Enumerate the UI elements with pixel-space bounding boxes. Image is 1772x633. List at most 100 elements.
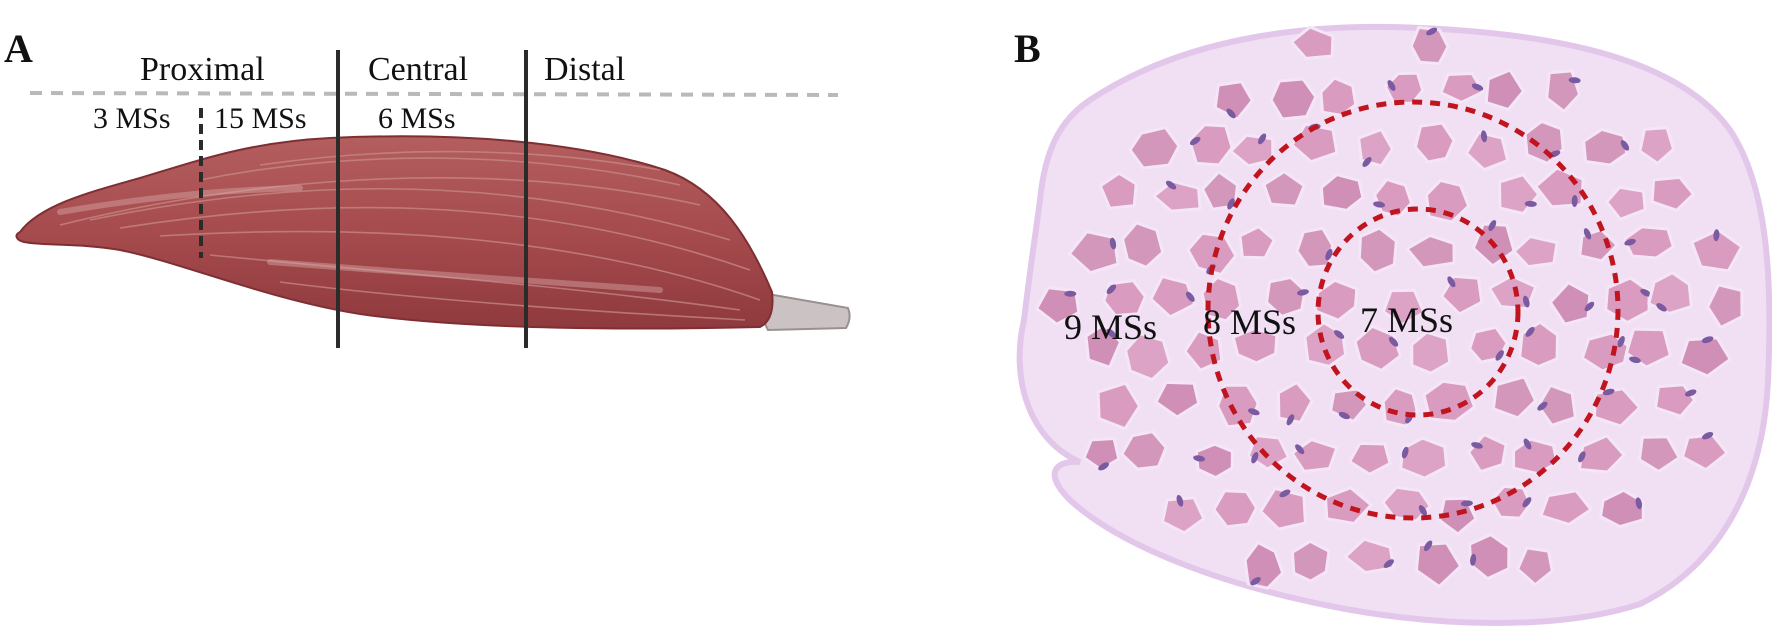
fiber-nucleus	[1109, 237, 1117, 250]
muscle-fiber-cell	[1680, 433, 1729, 472]
muscle-fiber-cell	[1313, 278, 1359, 322]
muscle-fiber-cell	[1414, 541, 1463, 588]
region-label-distal: Distal	[544, 51, 625, 88]
fiber-nucleus	[1617, 335, 1625, 348]
inner-dashed-ring	[1315, 206, 1521, 418]
muscle-fiber-cell	[1424, 178, 1471, 224]
muscle-fiber-cell	[1650, 175, 1695, 212]
muscle-fiber-cell	[1678, 336, 1732, 378]
muscle-fiber-cell	[1082, 437, 1121, 471]
muscle-fiber-cell	[1269, 77, 1318, 121]
fiber-nucleus	[1423, 540, 1433, 552]
muscle-fiber-cell	[1410, 330, 1452, 375]
fiber-nucleus	[1227, 198, 1235, 210]
muscle-fiber-cell	[1154, 380, 1201, 419]
muscle-fiber-cell	[1262, 170, 1306, 208]
fiber-nucleus	[1460, 500, 1473, 507]
fiber-nucleus	[1524, 200, 1537, 207]
muscle-fiber-cell	[1188, 123, 1234, 167]
reference-dashed-line	[29, 91, 839, 97]
muscle-fiber-cell	[1343, 537, 1396, 575]
fiber-nucleus	[1279, 489, 1291, 498]
muscle-fiber-cell	[1319, 173, 1365, 212]
muscle-fiber-cell	[1438, 496, 1478, 536]
muscle-fiber-cell	[1098, 171, 1138, 210]
fiber-nucleus	[1447, 276, 1456, 288]
ring-label-middle: 8 MSs	[1203, 302, 1296, 342]
muscle-fiber-cell	[1405, 233, 1456, 270]
muscle-fiber-cell	[1231, 327, 1279, 365]
muscle-fiber-cell	[1186, 231, 1238, 277]
muscle-belly	[15, 135, 774, 330]
fiber-nucleus	[1701, 336, 1714, 344]
muscle-fibers-cross-section	[1035, 25, 1744, 590]
fiber-nucleus	[1250, 577, 1261, 586]
fiber-nucleus	[1193, 455, 1206, 462]
fiber-nucleus	[1578, 451, 1586, 463]
fiber-nucleus	[1098, 462, 1109, 471]
fiber-nucleus	[1106, 328, 1117, 339]
muscle-fiber-cell	[1124, 332, 1172, 382]
fiber-nucleus	[1571, 195, 1578, 207]
muscle-fiber-cell	[1638, 126, 1676, 165]
fiber-nucleus	[1495, 350, 1504, 361]
muscle-fiber-cell	[1096, 381, 1141, 431]
muscle-fiber-cell	[1548, 281, 1592, 326]
muscle-fiber-cell	[1381, 288, 1426, 327]
fiber-nucleus	[1383, 559, 1394, 568]
fiber-nucleus	[1523, 295, 1530, 308]
fiber-nucleus	[1568, 77, 1581, 84]
fiber-nucleus	[1388, 336, 1399, 347]
fiber-nucleus	[1373, 201, 1386, 208]
fiber-nucleus	[1602, 388, 1615, 396]
fiber-nucleus	[1248, 408, 1260, 416]
panel-a-letter: A	[4, 26, 33, 71]
fiber-nucleus	[1635, 497, 1642, 510]
fiber-nucleus	[1629, 356, 1641, 364]
muscle-fiber-cell	[1291, 539, 1331, 583]
muscle-fiber-cell	[1160, 496, 1206, 535]
muscle-fiber-cell	[1637, 435, 1681, 473]
muscle-fiber-cell	[1580, 331, 1630, 373]
muscle-fiber-cell	[1577, 434, 1626, 474]
muscle-fiber-cell	[1353, 324, 1402, 372]
muscle-fiber-cell	[1484, 68, 1525, 111]
fiber-nucleus	[1523, 438, 1532, 450]
muscle-fiber-cell	[1194, 442, 1234, 480]
muscle-fiber-cell	[1468, 533, 1511, 581]
muscle-fiber-cell	[1536, 383, 1577, 427]
fiber-nucleus	[1176, 494, 1184, 507]
fiber-nucleus	[1522, 497, 1532, 508]
ring-label-inner: 7 MSs	[1360, 300, 1453, 340]
fiber-nucleus	[1525, 326, 1535, 337]
fiber-nucleus	[1537, 401, 1548, 411]
fiber-nucleus	[1295, 444, 1305, 455]
muscle-fiber-cell	[1128, 126, 1181, 170]
fiber-nucleus	[1185, 291, 1195, 302]
fiber-nucleus	[1258, 133, 1267, 145]
muscle-fiber-cell	[1706, 283, 1744, 329]
fiber-nucleus	[1620, 140, 1630, 151]
muscle-fiber-cell	[1539, 489, 1593, 526]
region-label-central: Central	[368, 51, 468, 88]
muscle-fiber-cell	[1381, 485, 1432, 523]
fiber-nucleus	[1470, 553, 1477, 566]
muscle-fiber-cell	[1516, 546, 1554, 587]
fiber-nucleus	[1684, 389, 1697, 397]
muscle-fiber-cell	[1622, 225, 1675, 260]
fiber-nucleus	[1286, 414, 1295, 426]
ring-label-outer: 9 MSs	[1064, 307, 1157, 347]
count-label-central: 6 MSs	[378, 102, 456, 135]
count-label-proximal-right: 15 MSs	[214, 102, 307, 135]
fiber-nucleus	[1226, 108, 1236, 119]
fiber-nucleus	[1584, 301, 1595, 312]
tendon	[759, 291, 851, 332]
fiber-nucleus	[1297, 289, 1309, 296]
muscle-fiber-cell	[1259, 486, 1307, 531]
fiber-nucleus	[1334, 330, 1345, 339]
fiber-nucleus	[1426, 27, 1438, 36]
muscle-fiber-cell	[1690, 228, 1744, 273]
count-label-proximal-left: 3 MSs	[93, 102, 171, 135]
fiber-nucleus	[1488, 220, 1497, 231]
